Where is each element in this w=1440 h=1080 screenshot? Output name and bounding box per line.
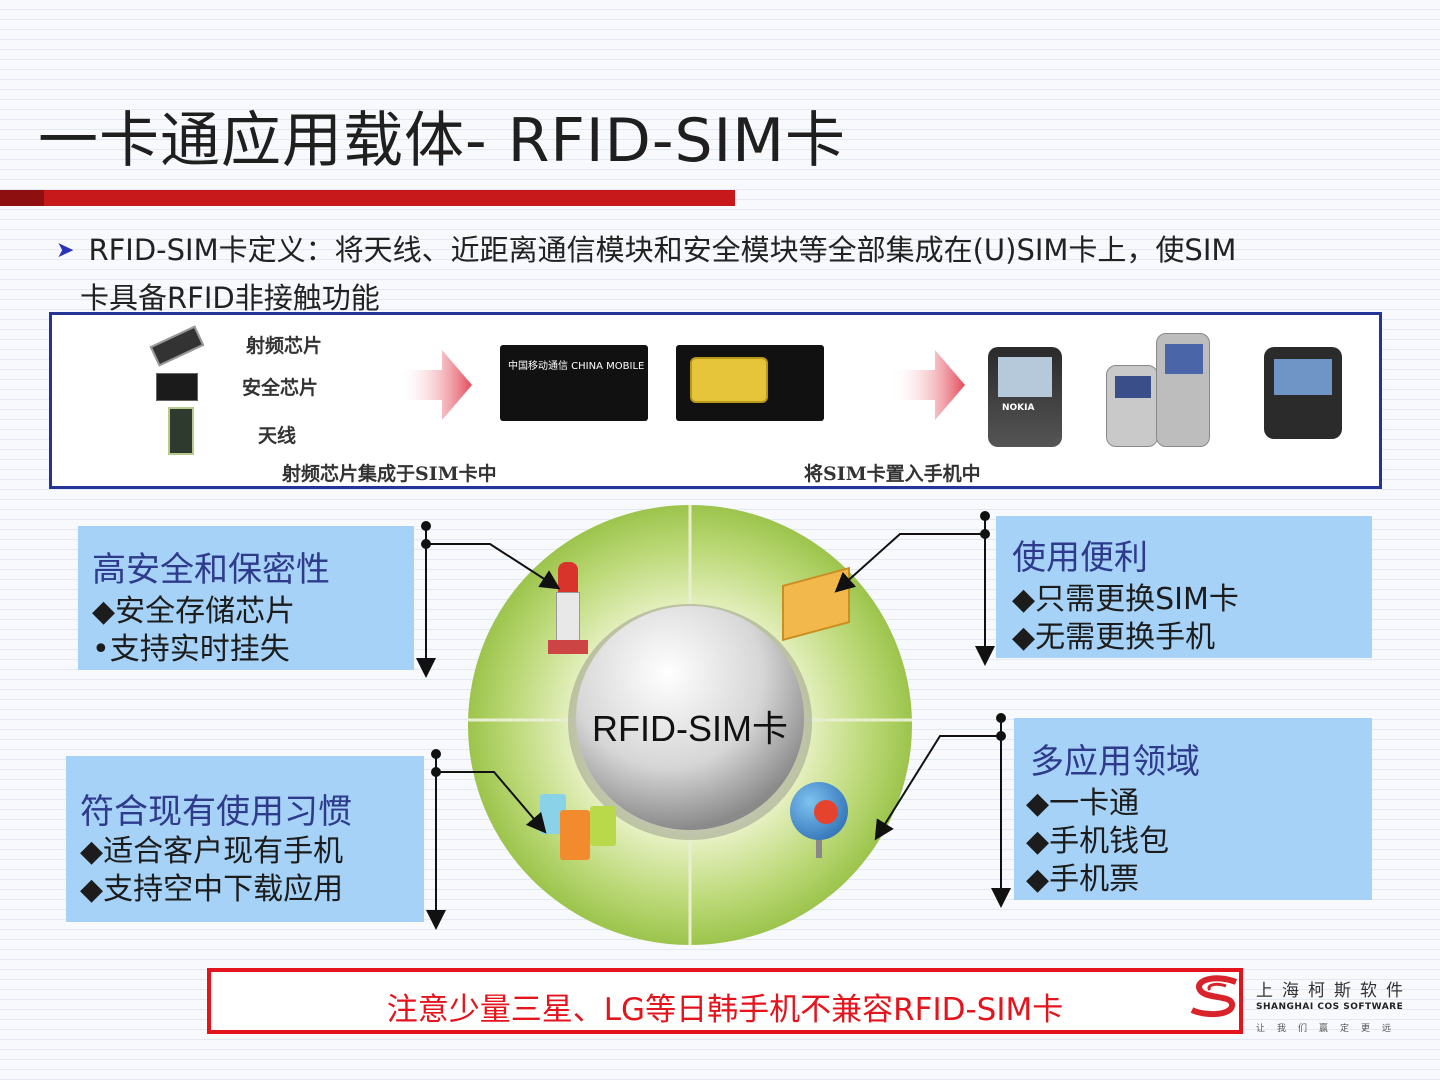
razr-phone-image	[1156, 333, 1210, 447]
panel-habits-item-1: ◆适合客户现有手机	[80, 834, 344, 869]
panel-convenience-title: 使用便利	[1012, 538, 1148, 578]
definition-line-1: RFID-SIM卡定义：将天线、近距离通信模块和安全模块等全部集成在(U)SIM…	[88, 233, 1237, 267]
caption-insert: 将SIM卡置入手机中	[804, 463, 981, 485]
panel-applications-item-2: ◆手机钱包	[1026, 824, 1170, 859]
panel-security: 高安全和保密性 ◆安全存储芯片 •支持实时挂失	[78, 526, 414, 670]
panel-convenience-item-1: ◆只需更换SIM卡	[1012, 582, 1239, 617]
globe-icon	[790, 782, 848, 858]
sim-card-front	[676, 345, 824, 421]
company-logo-icon	[1190, 975, 1238, 1018]
panel-applications: 多应用领域 ◆一卡通 ◆手机钱包 ◆手机票	[1014, 718, 1372, 900]
nokia-phone-image: NOKIA	[988, 347, 1062, 447]
panel-habits-title: 符合现有使用习惯	[80, 792, 352, 832]
label-security-chip: 安全芯片	[242, 377, 319, 399]
panel-habits-item-2: ◆支持空中下载应用	[80, 872, 344, 907]
compatibility-note-text: 注意少量三星、LG等日韩手机不兼容RFID-SIM卡	[386, 992, 1064, 1028]
center-label: RFID-SIM卡	[592, 708, 788, 749]
definition-line-2: 卡具备RFID非接触功能	[80, 281, 380, 315]
label-rf-chip: 射频芯片	[246, 335, 323, 357]
panel-security-item-1: ◆安全存储芯片	[92, 594, 296, 629]
caption-integrate: 射频芯片集成于SIM卡中	[282, 463, 497, 485]
panel-convenience: 使用便利 ◆只需更换SIM卡 ◆无需更换手机	[996, 516, 1372, 658]
company-name-en: SHANGHAI COS SOFTWARE	[1256, 1002, 1404, 1012]
panel-security-title: 高安全和保密性	[92, 550, 330, 590]
page-title: 一卡通应用载体- RFID-SIM卡	[38, 106, 847, 176]
sim-contact-chip-icon	[690, 357, 768, 403]
panel-convenience-item-2: ◆无需更换手机	[1012, 620, 1216, 655]
panel-applications-item-3: ◆手机票	[1026, 862, 1140, 897]
security-chip-image	[156, 373, 198, 401]
drinks-icon	[540, 782, 620, 864]
pink-arrow-icon	[397, 350, 472, 420]
blackberry-phone-image	[1264, 347, 1342, 439]
company-slogan: 让我们赢定更远	[1256, 1024, 1404, 1034]
card-brand: 中国移动通信 CHINA MOBILE	[508, 361, 645, 372]
arrow-bullet-icon: ➤	[56, 238, 75, 263]
definition-bullet: ➤ RFID-SIM卡定义：将天线、近距离通信模块和安全模块等全部集成在(U)SI…	[56, 228, 1356, 320]
panel-security-item-2: •支持实时挂失	[92, 632, 290, 667]
pink-arrow-icon	[890, 350, 965, 420]
flip-phone-image	[1106, 365, 1158, 447]
lighthouse-icon	[548, 562, 588, 654]
panel-applications-title: 多应用领域	[1030, 742, 1200, 782]
rf-chip-image	[149, 325, 205, 367]
antenna-image	[168, 407, 194, 455]
company-name-cn: 上海柯斯软件	[1256, 981, 1412, 1001]
compatibility-note: 注意少量三星、LG等日韩手机不兼容RFID-SIM卡	[207, 968, 1243, 1034]
integration-diagram: 射频芯片 安全芯片 天线 中国移动通信 CHINA MOBILE NOKIA 射…	[49, 312, 1382, 489]
sim-card-back: 中国移动通信 CHINA MOBILE	[500, 345, 648, 421]
title-underline-bar	[0, 190, 735, 206]
panel-habits: 符合现有使用习惯 ◆适合客户现有手机 ◆支持空中下载应用	[66, 756, 424, 922]
panel-applications-item-1: ◆一卡通	[1026, 786, 1140, 821]
label-antenna: 天线	[258, 425, 297, 447]
